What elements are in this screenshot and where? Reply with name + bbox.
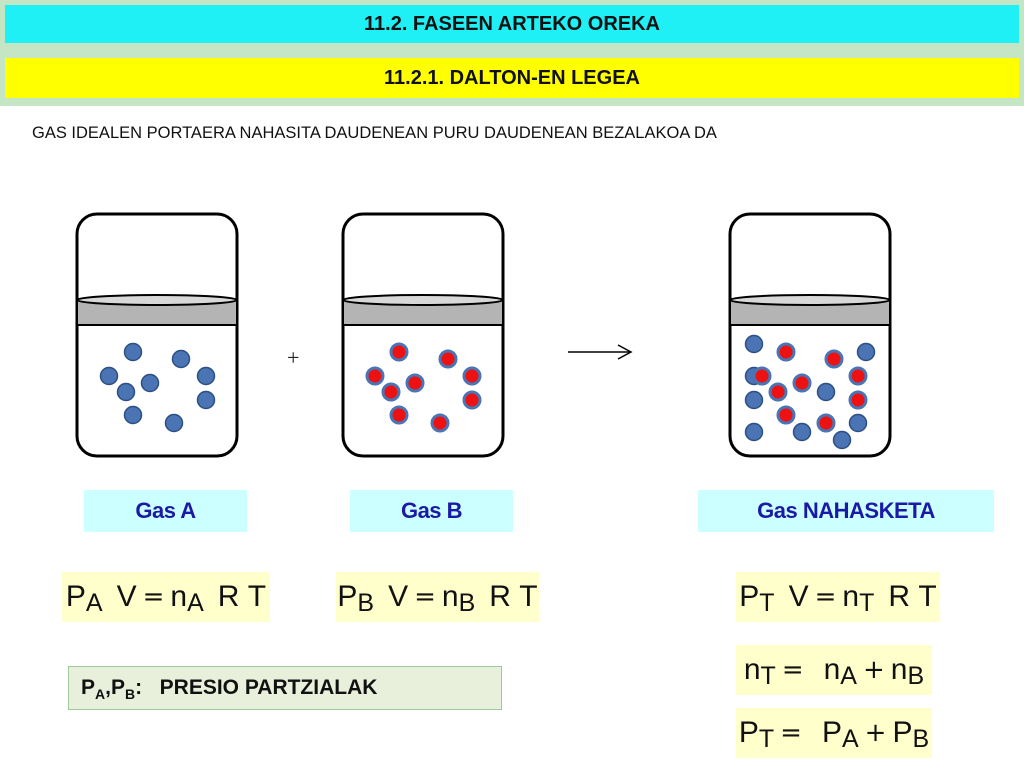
molecule-red <box>776 405 796 425</box>
molecule-red <box>462 366 482 386</box>
container-b <box>341 212 505 458</box>
molecule-blue <box>744 390 764 410</box>
plus-sign: + <box>287 345 300 370</box>
molecule-blue <box>848 413 868 433</box>
molecule-blue <box>196 366 216 386</box>
molecule-red <box>848 390 868 410</box>
container-a-body <box>75 212 239 458</box>
section-title: 11.2. FASEEN ARTEKO OREKA <box>5 5 1019 43</box>
arrow-right-icon <box>568 344 633 360</box>
molecule-red <box>816 413 836 433</box>
molecule-blue <box>744 422 764 442</box>
molecule-red <box>776 342 796 362</box>
container-a <box>75 212 239 458</box>
molecule-red <box>768 382 788 402</box>
molecule-blue <box>196 390 216 410</box>
molecule-red <box>405 373 425 393</box>
molecule-blue <box>171 349 191 369</box>
molecule-red <box>824 349 844 369</box>
molecule-blue <box>116 382 136 402</box>
molecule-red <box>389 342 409 362</box>
container-b-body <box>341 212 505 458</box>
label-gas-a: Gas A <box>84 490 247 532</box>
container-mix <box>728 212 892 458</box>
molecule-red <box>381 382 401 402</box>
molecule-red <box>365 366 385 386</box>
intro-text: GAS IDEALEN PORTAERA NAHASITA DAUDENEAN … <box>32 124 717 142</box>
molecule-blue <box>832 430 852 450</box>
molecule-red <box>462 390 482 410</box>
molecule-blue <box>816 382 836 402</box>
molecule-blue <box>123 342 143 362</box>
molecule-blue <box>164 413 184 433</box>
label-gas-b: Gas B <box>350 490 513 532</box>
label-gas-mix: Gas NAHASKETA <box>698 490 994 532</box>
molecule-blue <box>123 405 143 425</box>
molecule-red <box>848 366 868 386</box>
molecule-blue <box>140 373 160 393</box>
subsection-title: 11.2.1. DALTON-EN LEGEA <box>5 58 1019 98</box>
molecule-red <box>792 373 812 393</box>
molecule-blue <box>792 422 812 442</box>
molecule-red <box>752 366 772 386</box>
molecule-blue <box>856 342 876 362</box>
molecule-blue <box>99 366 119 386</box>
molecule-red <box>430 413 450 433</box>
molecule-red <box>438 349 458 369</box>
molecule-blue <box>744 334 764 354</box>
molecule-red <box>389 405 409 425</box>
